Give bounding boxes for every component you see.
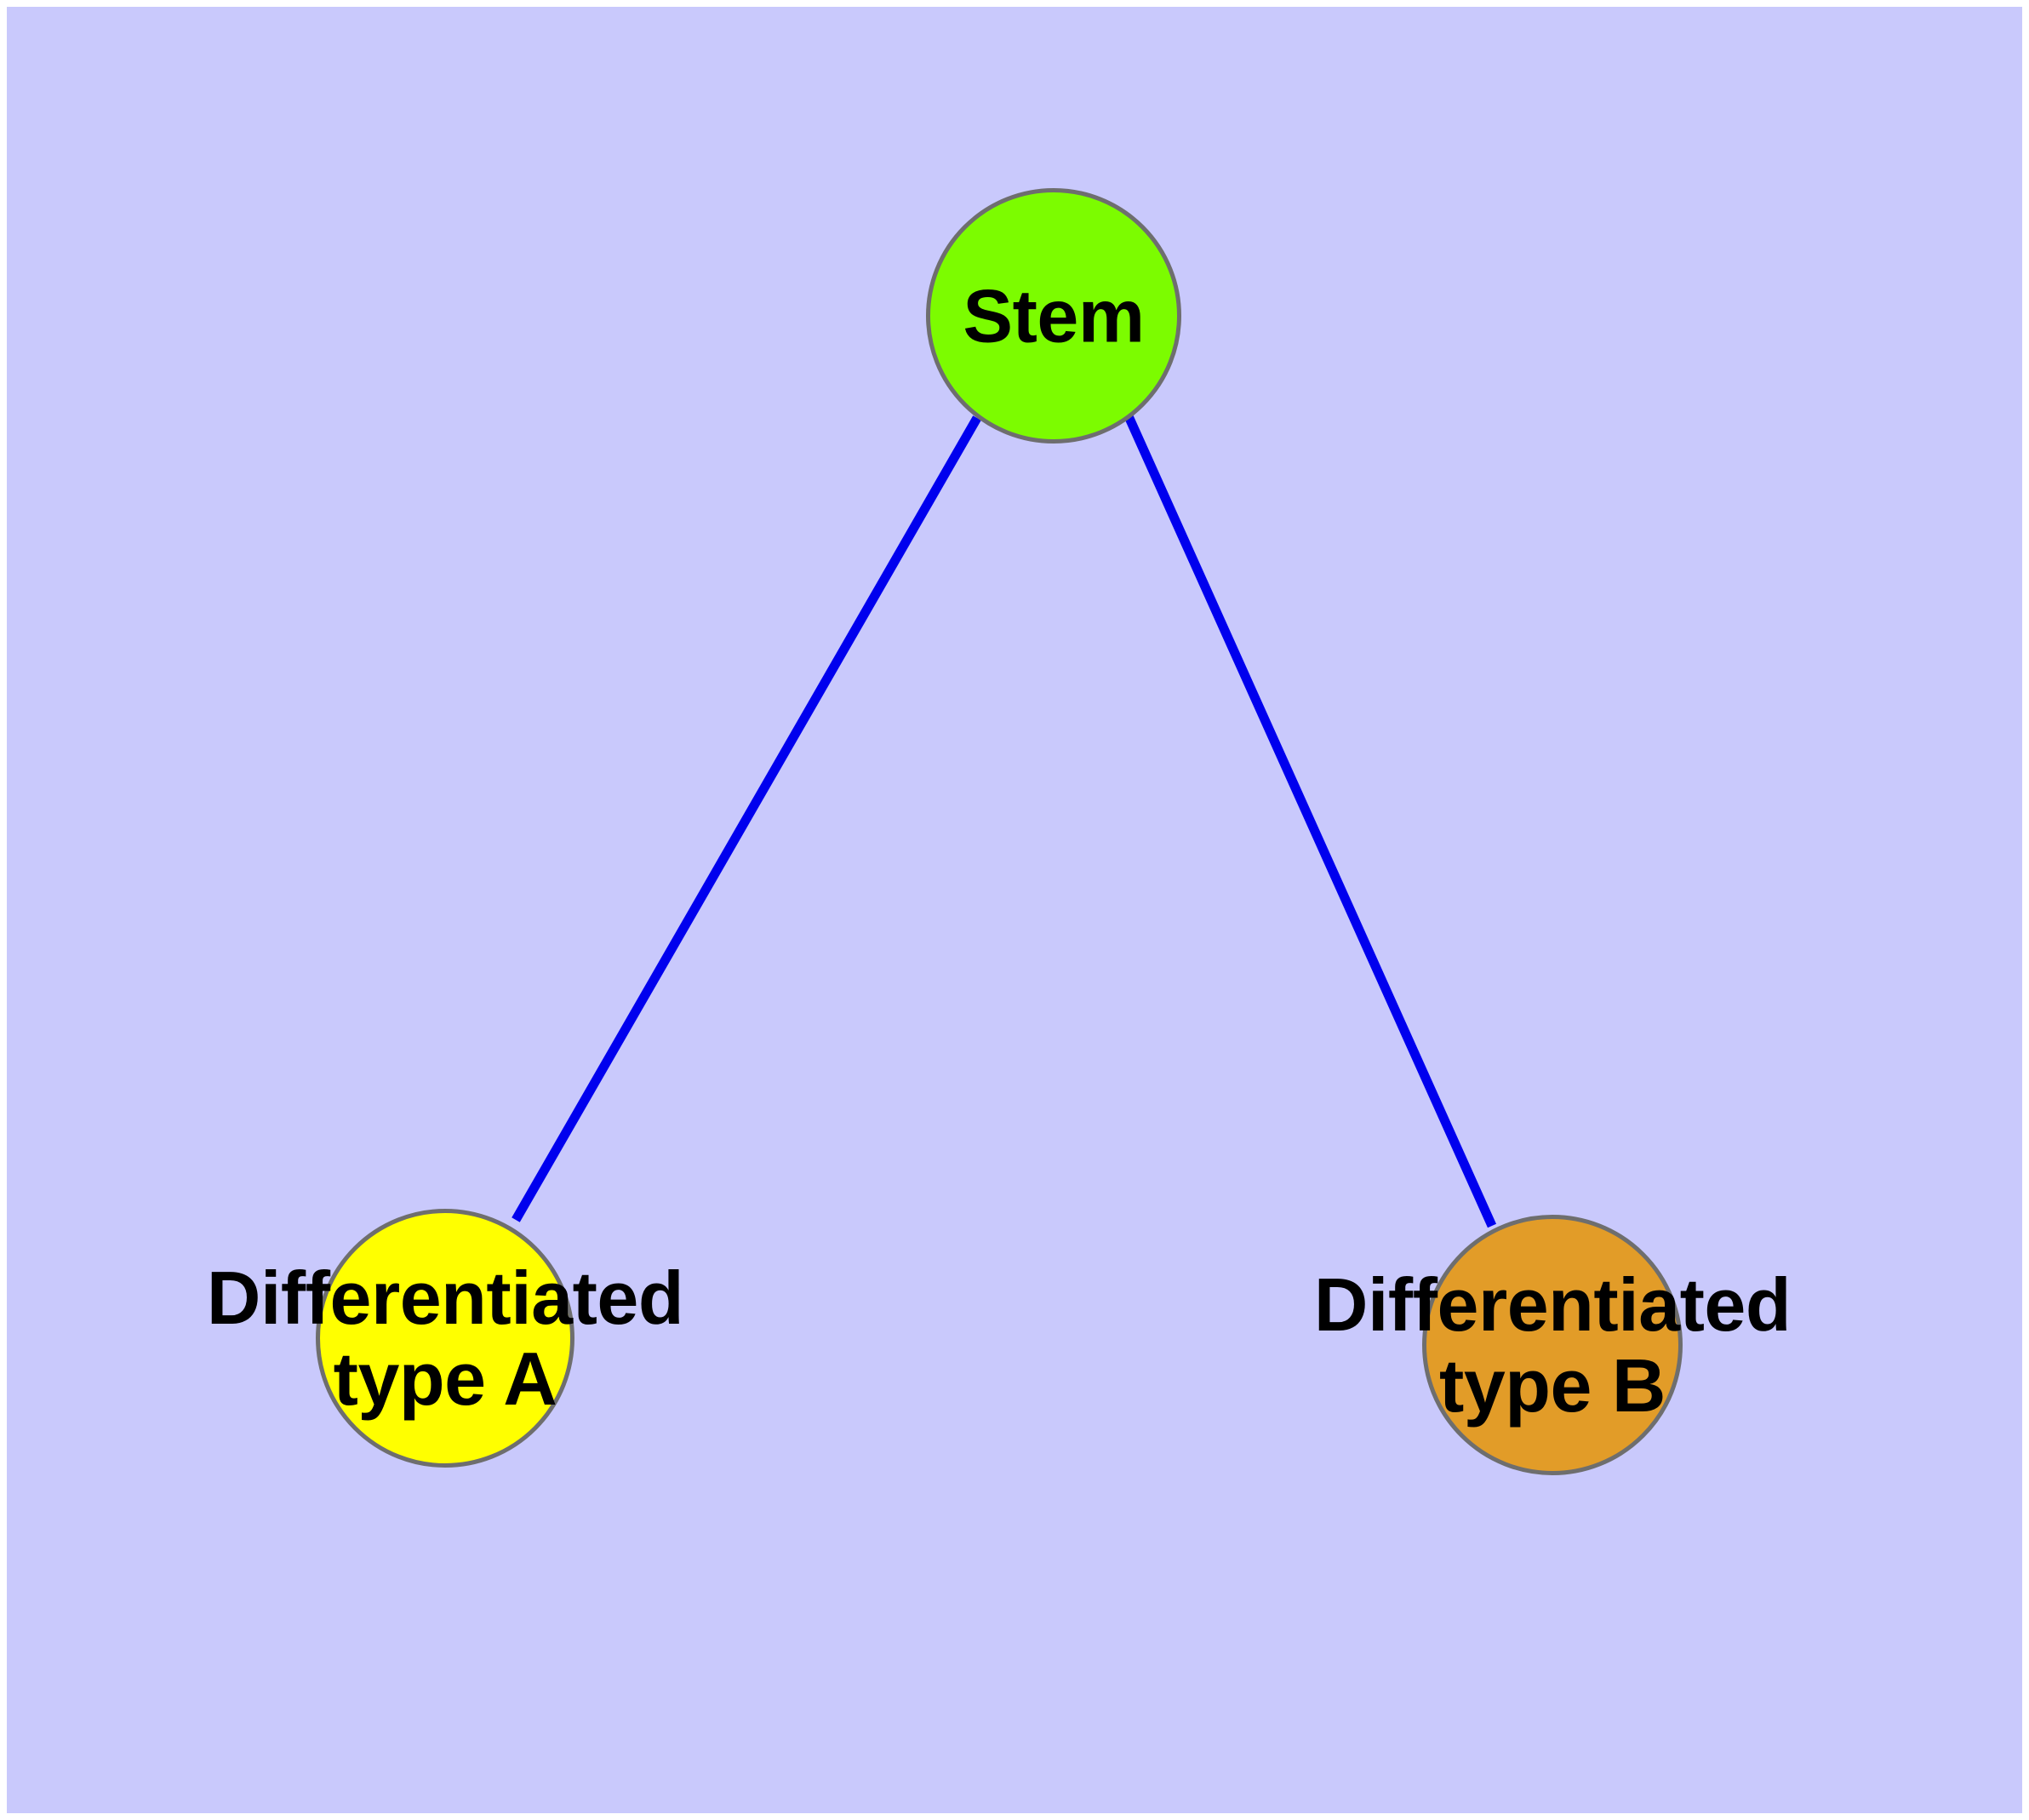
edge-stem-to-differentiated-a <box>512 415 981 1222</box>
edge-layer <box>512 414 1497 1228</box>
node-stem[interactable]: Stem <box>926 188 1181 444</box>
graph-canvas: Stem Differentiated type A Differentiate… <box>7 7 2022 1813</box>
node-differentiated-type-b[interactable]: Differentiated type B <box>1314 1215 1792 1475</box>
node-stem-label: Stem <box>963 273 1145 358</box>
edge-stem-to-differentiated-b <box>1123 414 1497 1228</box>
node-differentiated-type-a[interactable]: Differentiated type A <box>207 1209 684 1468</box>
